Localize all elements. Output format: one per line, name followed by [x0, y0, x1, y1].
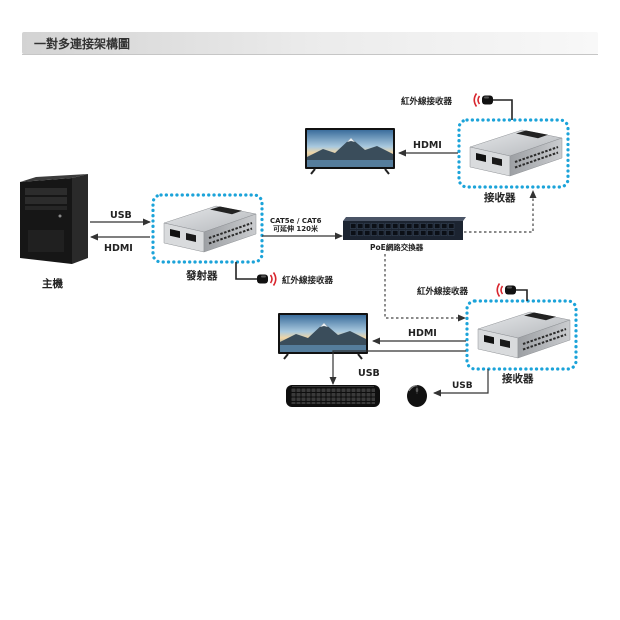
tv-1-icon — [304, 127, 396, 175]
receiver-2-label: 接收器 — [502, 372, 534, 385]
host-hdmi-label: HDMI — [104, 243, 133, 254]
keyboard-icon — [286, 385, 380, 407]
header-background — [22, 32, 598, 54]
mouse-usb-arrow — [433, 369, 489, 397]
mouse-usb-label: USB — [452, 381, 473, 391]
transmitter-ir-label: 紅外線接收器 — [282, 275, 334, 286]
keyboard-usb-label: USB — [358, 368, 380, 379]
poe-switch-icon — [343, 217, 466, 240]
switch-label: PoE網路交換器 — [370, 242, 424, 252]
page-title: 一對多連接架構圖 — [34, 36, 130, 51]
cable-distance-label: 可延伸 120米 — [273, 224, 319, 233]
cable-type-label: CAT5e / CAT6 — [270, 217, 322, 225]
receiver-1-label: 接收器 — [484, 191, 516, 204]
host-label: 主機 — [42, 277, 63, 290]
switch-to-receiver-2-link — [384, 254, 466, 322]
transmitter-label: 發射器 — [185, 269, 218, 282]
header-bar: 一對多連接架構圖 — [22, 32, 598, 55]
receiver-2-hdmi-label: HDMI — [408, 328, 437, 339]
receiver-1-ir-cable — [493, 99, 513, 120]
transmitter-ir-receiver-icon — [256, 271, 277, 287]
receiver-1-hdmi-label: HDMI — [413, 140, 442, 151]
mouse-icon — [407, 385, 427, 407]
transmitter-ir-cable — [235, 262, 258, 280]
pc-tower-icon — [20, 174, 88, 264]
switch-to-receiver-1-link — [464, 190, 537, 233]
keyboard-usb-arrow — [329, 350, 466, 385]
tv-2-icon — [277, 312, 369, 360]
receiver-1-ir-label: 紅外線接收器 — [401, 96, 453, 107]
receiver-2-ir-cable — [516, 289, 528, 301]
receiver-2-ir-receiver-icon — [496, 282, 517, 298]
host-usb-label: USB — [110, 210, 132, 221]
receiver-2-ir-label: 紅外線接收器 — [417, 286, 469, 297]
receiver-1-ir-receiver-icon — [473, 92, 494, 108]
